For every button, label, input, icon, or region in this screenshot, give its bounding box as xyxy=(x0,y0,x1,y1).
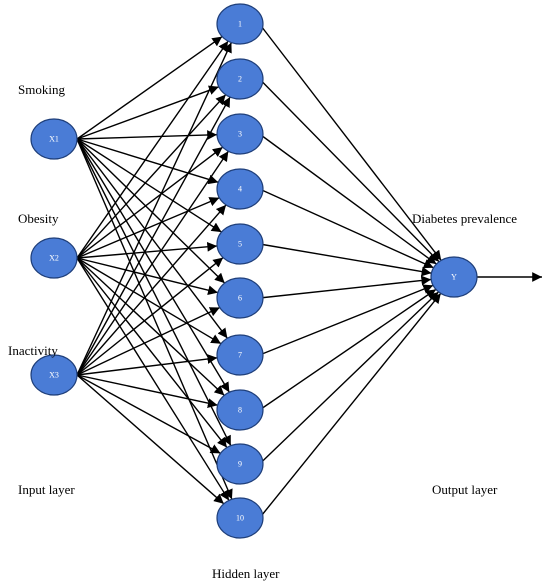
input-node-x1-circle xyxy=(30,118,78,160)
hidden-node-4-label: 4 xyxy=(238,185,242,194)
input-name-inactivity: Inactivity xyxy=(8,343,58,358)
input-name-obesity: Obesity xyxy=(18,211,59,226)
edge-x2-h5 xyxy=(76,241,218,259)
edge-x3-h9 xyxy=(76,374,221,454)
hidden-node-5: 5 xyxy=(216,223,264,265)
output-node-y-circle xyxy=(430,256,478,298)
hidden-node-9-label: 9 xyxy=(238,460,242,469)
edge-x1-h2 xyxy=(76,85,220,140)
hidden-node-7-circle xyxy=(216,334,264,376)
output-name: Diabetes prevalence xyxy=(412,211,517,226)
edge-h7-y xyxy=(259,284,434,356)
edge-x1-h6 xyxy=(76,138,226,284)
edge-x2-h9 xyxy=(76,257,228,448)
edge-x3-h5 xyxy=(76,257,224,376)
input-name-smoking: Smoking xyxy=(18,82,65,97)
input-node-x2-circle xyxy=(30,237,78,279)
edge-x1-h10 xyxy=(76,138,233,500)
hidden-node-5-circle xyxy=(216,223,264,265)
edge-h2-y xyxy=(259,78,440,263)
hidden-node-2-label: 2 xyxy=(238,75,242,84)
hidden-node-5-label: 5 xyxy=(238,240,242,249)
edge-x2-h7 xyxy=(76,257,222,345)
edge-h8-y xyxy=(259,288,437,411)
edge-x3-h6 xyxy=(76,306,221,376)
edge-x3-h10 xyxy=(76,374,225,505)
edge-x3-h3 xyxy=(76,150,229,376)
edge-x1-h3 xyxy=(76,130,218,140)
hidden-node-6-label: 6 xyxy=(238,294,242,303)
edge-h5-y xyxy=(259,243,432,277)
edge-x3-h4 xyxy=(76,204,227,376)
output-node-y: Y xyxy=(430,256,478,298)
hidden-node-10-label: 10 xyxy=(236,514,244,523)
edge-h1-y xyxy=(258,23,442,261)
edge-x2-h2 xyxy=(76,94,227,259)
hidden-node-3-circle xyxy=(216,113,264,155)
edge-x2-h3 xyxy=(76,146,224,259)
edge-x1-h8 xyxy=(76,138,230,393)
edge-x1-h5 xyxy=(76,138,222,233)
edge-x2-h6 xyxy=(76,257,219,295)
hidden-node-6: 6 xyxy=(216,277,264,319)
hidden-node-1-circle xyxy=(216,3,264,45)
hidden-node-2-circle xyxy=(216,58,264,100)
edge-x2-h4 xyxy=(76,197,220,259)
hidden-node-10: 10 xyxy=(216,497,264,539)
hidden-node-4: 4 xyxy=(216,168,264,210)
input-node-x1: X1 xyxy=(30,118,78,160)
hidden-node-9: 9 xyxy=(216,443,264,485)
input-node-x2-label: X2 xyxy=(49,254,59,263)
edge-x2-h1 xyxy=(76,40,229,259)
hidden-node-1-label: 1 xyxy=(238,20,242,29)
input-node-x3: X3 xyxy=(30,354,78,396)
hidden-node-10-circle xyxy=(216,497,264,539)
edge-x1-h4 xyxy=(76,138,219,185)
edge-x2-h10 xyxy=(76,257,230,501)
hidden-node-4-circle xyxy=(216,168,264,210)
hidden-node-7-label: 7 xyxy=(238,351,242,360)
output-layer-label: Output layer xyxy=(432,482,498,497)
edge-x1-h1 xyxy=(76,36,223,140)
hidden-node-3-label: 3 xyxy=(238,130,242,139)
hidden-node-2: 2 xyxy=(216,58,264,100)
hidden-node-6-circle xyxy=(216,277,264,319)
edge-h3-y xyxy=(259,133,437,265)
hidden-node-9-circle xyxy=(216,443,264,485)
edge-h6-y xyxy=(259,275,432,299)
edge-x3-h8 xyxy=(76,374,218,408)
hidden-node-1: 1 xyxy=(216,3,264,45)
edge-x2-h8 xyxy=(76,257,225,396)
hidden-node-8-circle xyxy=(216,389,264,431)
input-node-x1-label: X1 xyxy=(49,135,59,144)
edge-x1-h9 xyxy=(76,138,232,446)
input-node-x2: X2 xyxy=(30,237,78,279)
edge-x3-h2 xyxy=(76,96,231,376)
edge-h9-y xyxy=(259,291,440,465)
edge-x3-h1 xyxy=(76,42,233,376)
hidden-node-8: 8 xyxy=(216,389,264,431)
output-node-y-label: Y xyxy=(451,273,457,282)
edge-h10-y xyxy=(259,292,442,519)
hidden-layer-label: Hidden layer xyxy=(212,566,280,581)
edge-h4-y xyxy=(259,188,434,269)
connection-edges xyxy=(76,23,542,519)
hidden-node-7: 7 xyxy=(216,334,264,376)
hidden-node-3: 3 xyxy=(216,113,264,155)
input-layer-label: Input layer xyxy=(18,482,75,497)
input-node-x3-label: X3 xyxy=(49,371,59,380)
edge-x3-h7 xyxy=(76,354,218,376)
input-node-x3-circle xyxy=(30,354,78,396)
hidden-node-8-label: 8 xyxy=(238,406,242,415)
